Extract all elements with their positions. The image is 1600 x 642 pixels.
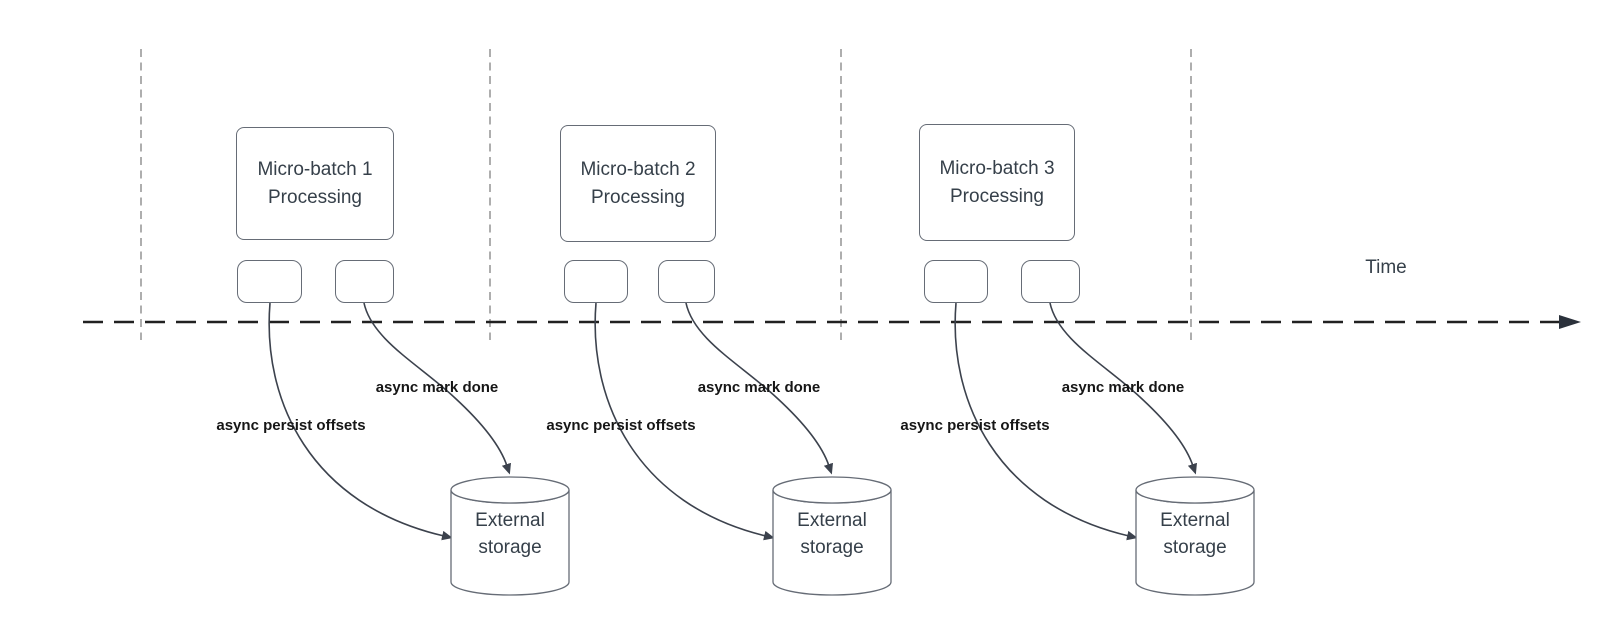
micro-batch-2-persist-task-box	[564, 260, 628, 303]
micro-batch-1-subtitle: Processing	[268, 186, 362, 208]
micro-batch-3-persist-task-box	[924, 260, 988, 303]
micro-batch-2-subtitle: Processing	[591, 186, 685, 208]
persist-offsets-label-2: async persist offsets	[546, 417, 696, 434]
external-storage-cylinder-1	[450, 476, 570, 596]
external-storage-label-1-line1: External	[475, 510, 545, 531]
micro-batch-3-subtitle: Processing	[950, 185, 1044, 207]
mark-done-label-2: async mark done	[697, 379, 821, 396]
persist-offsets-arrow-2	[594, 302, 775, 541]
external-storage-label-2-line2: storage	[800, 537, 864, 558]
external-storage-label-3: External storage	[1136, 507, 1254, 561]
micro-batch-1-done-task-box	[335, 260, 394, 303]
time-axis-label: Time	[1365, 257, 1407, 278]
persist-offsets-arrow-3	[954, 302, 1138, 541]
micro-batch-3-done-task-box	[1021, 260, 1080, 303]
mark-done-arrow-3	[1049, 302, 1197, 475]
external-storage-label-3-line1: External	[1160, 510, 1230, 531]
persist-offsets-label-1: async persist offsets	[216, 417, 366, 434]
external-storage-label-3-line2: storage	[1163, 537, 1227, 558]
micro-batch-2-processing-box: Micro-batch 2 Processing	[560, 125, 716, 242]
mark-done-label-1: async mark done	[375, 379, 499, 396]
micro-batch-1-processing-box: Micro-batch 1 Processing	[236, 127, 394, 240]
external-storage-label-2-line1: External	[797, 510, 867, 531]
mark-done-arrow-2	[685, 302, 833, 475]
mark-done-label-3: async mark done	[1061, 379, 1185, 396]
external-storage-cylinder-2	[772, 476, 892, 596]
mark-done-arrow-1	[363, 302, 511, 475]
external-storage-label-1: External storage	[451, 507, 569, 561]
micro-batch-1-persist-task-box	[237, 260, 302, 303]
time-axis-arrowhead-icon	[1559, 315, 1581, 329]
persist-offsets-label-3: async persist offsets	[900, 417, 1050, 434]
micro-batch-2-done-task-box	[658, 260, 715, 303]
micro-batch-2-title: Micro-batch 2	[580, 158, 696, 180]
micro-batch-3-processing-box: Micro-batch 3 Processing	[919, 124, 1075, 241]
persist-offsets-arrow-1	[268, 302, 453, 541]
external-storage-label-1-line2: storage	[478, 537, 542, 558]
micro-batch-1-title: Micro-batch 1	[257, 158, 373, 180]
micro-batch-3-title: Micro-batch 3	[939, 157, 1055, 179]
external-storage-cylinder-3	[1135, 476, 1255, 596]
external-storage-label-2: External storage	[773, 507, 891, 561]
